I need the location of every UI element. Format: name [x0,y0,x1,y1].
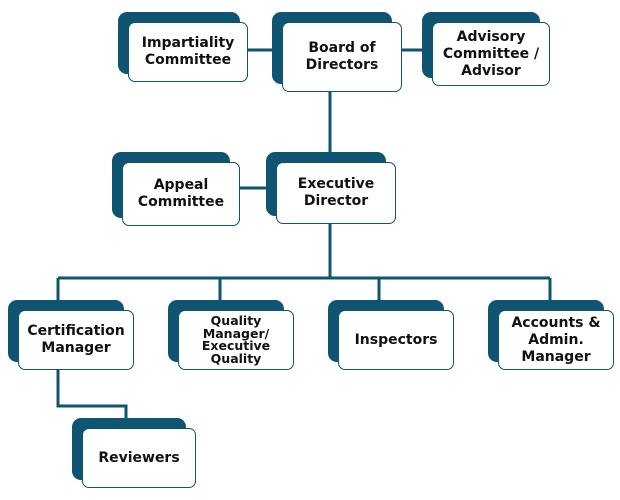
node-advisory-committee: Advisory Committee / Advisor [422,12,550,86]
node-label: Executive Director [297,176,375,209]
node-label: Reviewers [98,449,180,466]
node-quality-manager: Quality Manager/ Executive Quality [168,300,294,370]
node-box: Executive Director [276,162,396,224]
connector-certification-reviewers [56,370,128,418]
node-label: Appeal Committee [137,177,225,210]
node-board-of-directors: Board of Directors [272,12,402,92]
node-label: Board of Directors [305,40,379,73]
node-box: Accounts & Admin. Manager [498,310,614,370]
node-reviewers: Reviewers [72,418,196,488]
node-box: Certification Manager [18,310,134,370]
node-certification-manager: Certification Manager [8,300,134,370]
node-label: Certification Manager [27,323,125,356]
node-label: Inspectors [354,331,438,348]
node-label: Accounts & Admin. Manager [511,314,601,365]
node-box: Appeal Committee [122,162,240,226]
node-executive-director: Executive Director [266,152,396,224]
node-box: Quality Manager/ Executive Quality [178,310,294,370]
node-accounts-admin-manager: Accounts & Admin. Manager [488,300,614,370]
node-box: Board of Directors [282,22,402,92]
node-label: Impartiality Committee [141,35,235,68]
node-label: Advisory Committee / Advisor [442,28,540,79]
node-impartiality-committee: Impartiality Committee [118,12,248,82]
node-inspectors: Inspectors [328,300,454,370]
node-appeal-committee: Appeal Committee [112,152,240,226]
node-label: Quality Manager/ Executive Quality [201,313,271,366]
node-box: Inspectors [338,310,454,370]
node-box: Reviewers [82,428,196,488]
node-box: Impartiality Committee [128,22,248,82]
node-box: Advisory Committee / Advisor [432,22,550,86]
